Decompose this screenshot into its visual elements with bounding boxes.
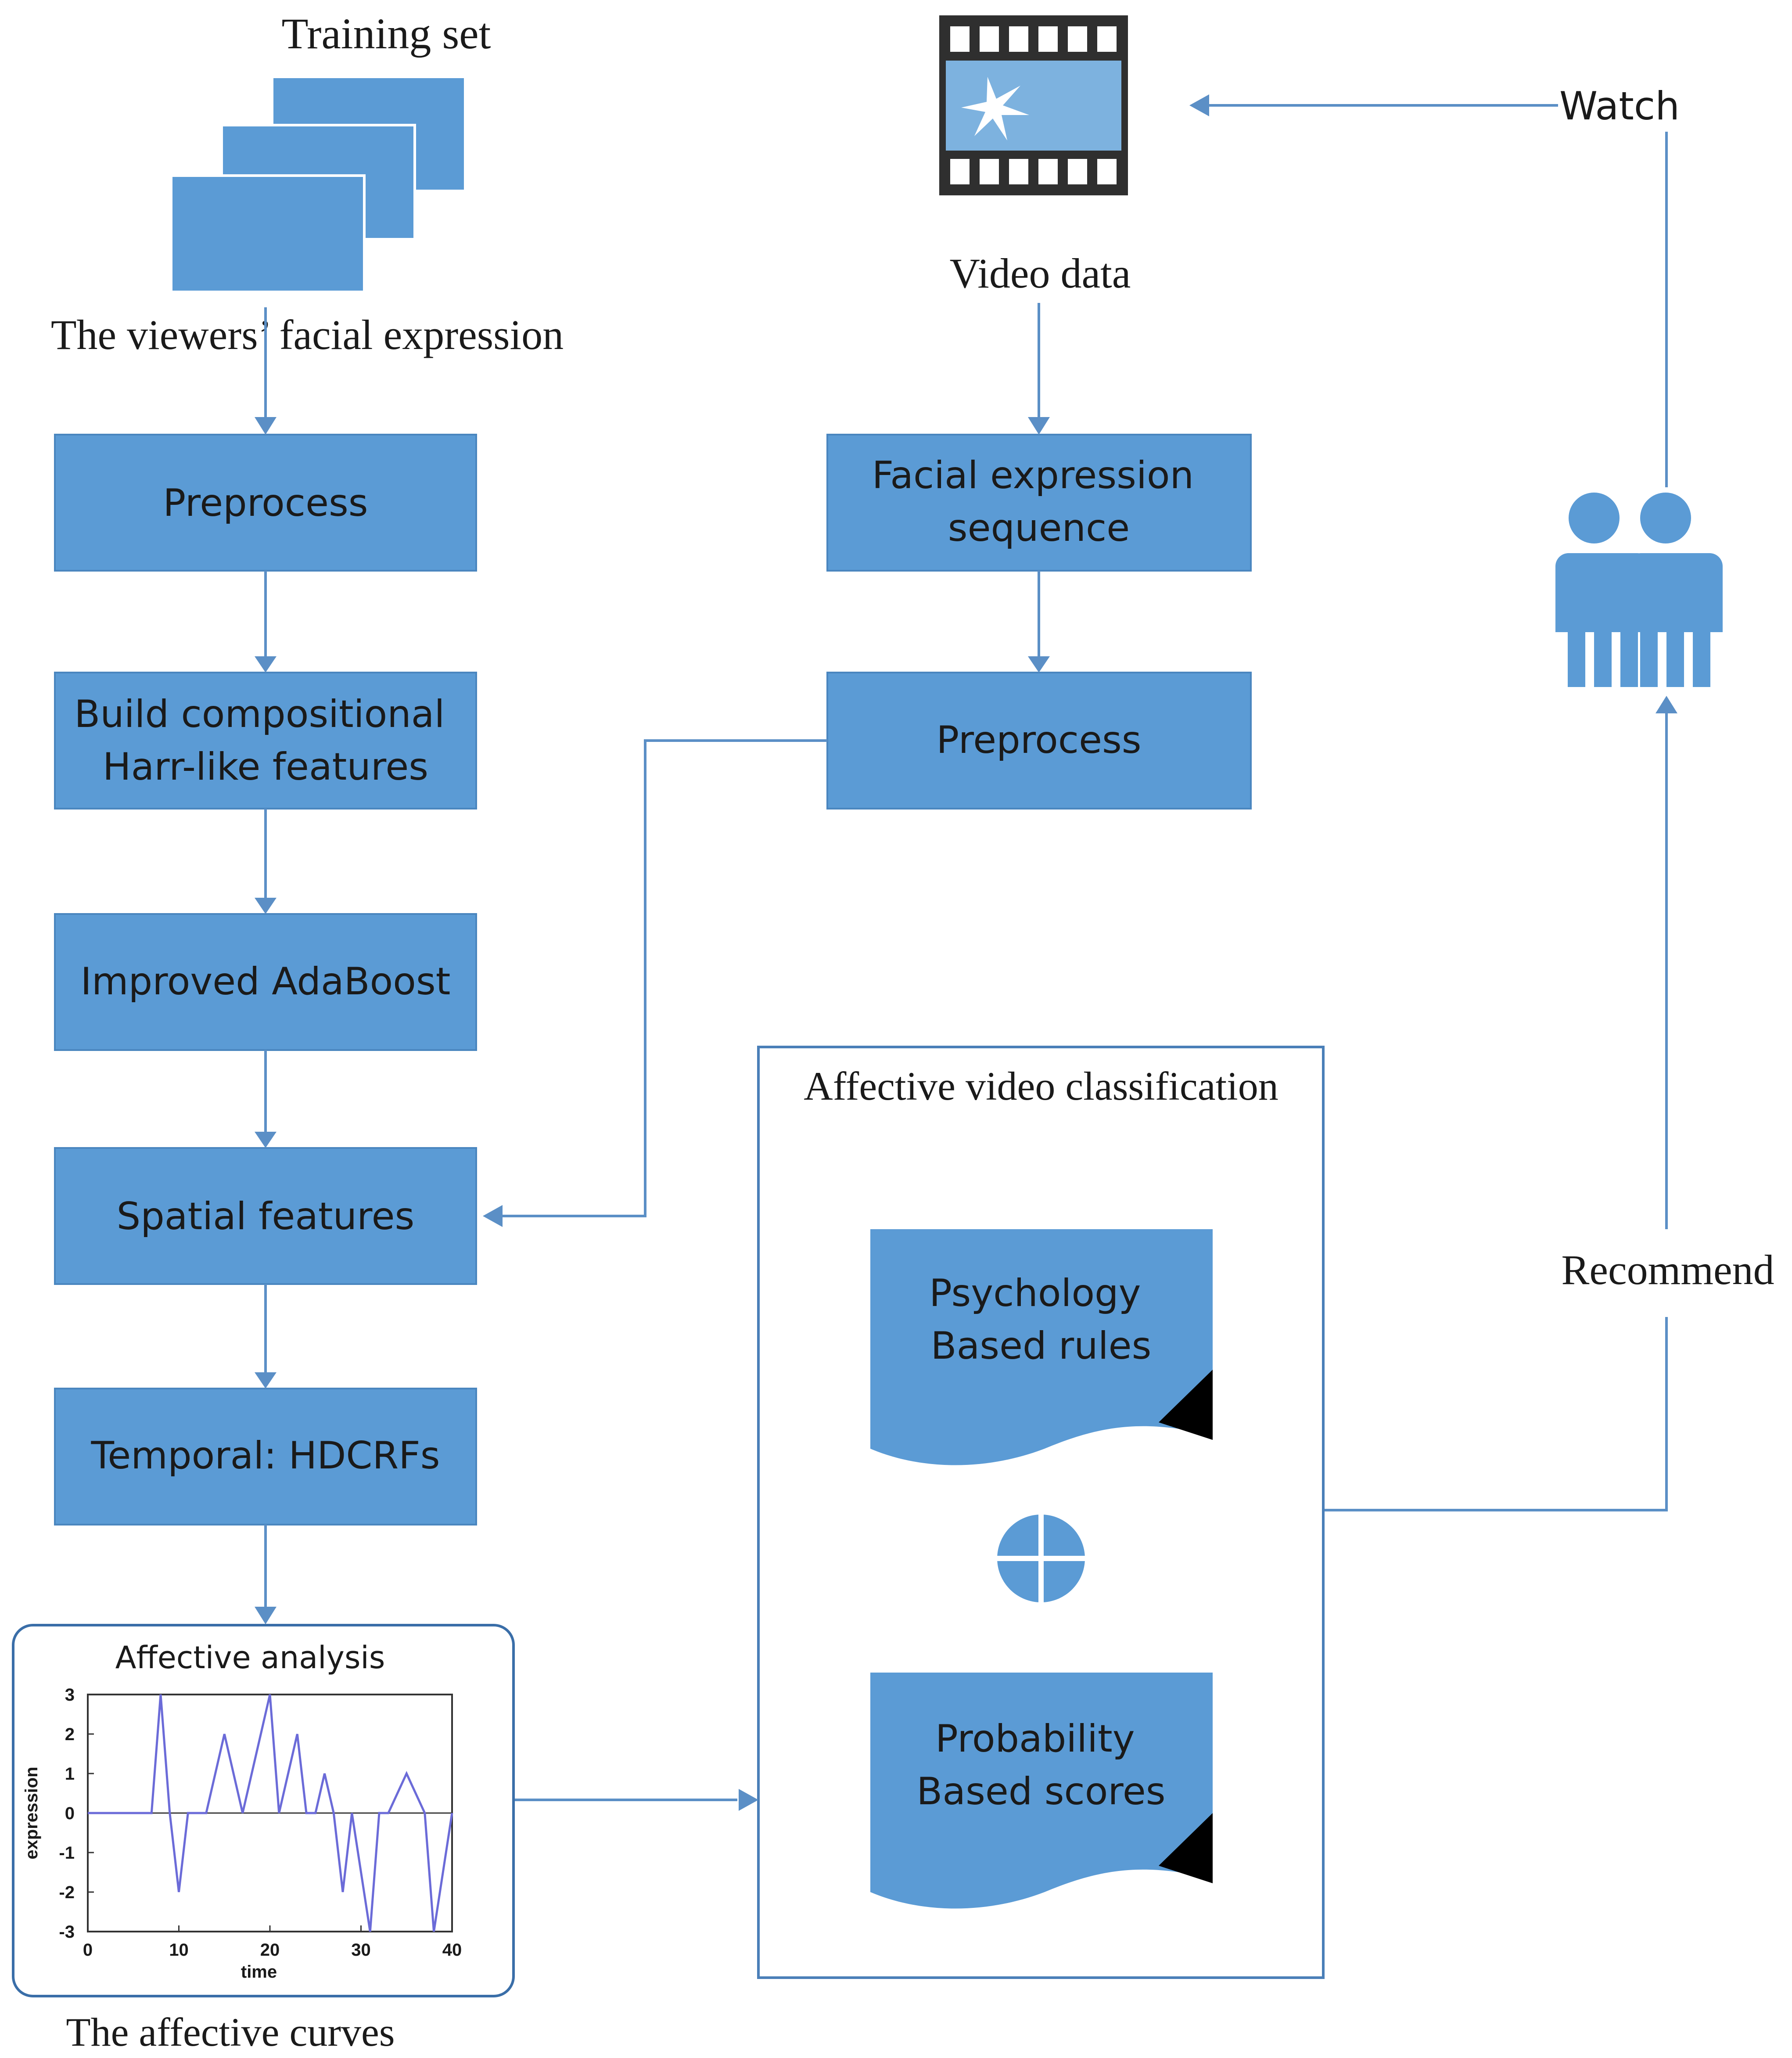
left-box-adaboost-text: Improved AdaBoost xyxy=(81,960,451,1004)
left-box-spatial-features: Spatial features xyxy=(54,1147,477,1285)
recommend-label: Recommend xyxy=(1561,1246,1774,1293)
left-box-preprocess: Preprocess xyxy=(54,434,477,572)
left-connectors xyxy=(255,307,277,1624)
chart-ylabel: expression xyxy=(22,1767,41,1859)
video-data-label: Video data xyxy=(950,250,1131,297)
middle-box-preprocess-text: Preprocess xyxy=(936,718,1141,762)
two-people-icon xyxy=(1551,493,1723,687)
doc-psychology-rules: Psychology Based rules xyxy=(870,1229,1213,1465)
affective-curve-series xyxy=(88,1694,453,1932)
left-box-temporal-hdcrfs: Temporal: HDCRFs xyxy=(54,1388,477,1526)
chart-to-classification-connector xyxy=(514,1789,758,1811)
y-tick-label: 2 xyxy=(65,1725,75,1744)
right-loop-connectors xyxy=(1189,94,1677,1511)
circle-plus-icon xyxy=(997,1515,1085,1602)
classification-panel: Affective video classification Psycholog… xyxy=(757,1046,1325,1979)
x-tick-label: 20 xyxy=(260,1940,280,1960)
doc-probability-scores: Probability Based scores xyxy=(870,1673,1213,1909)
training-set-stack-icon xyxy=(170,76,467,293)
film-strip-icon xyxy=(939,15,1128,195)
x-tick-label: 10 xyxy=(169,1940,189,1960)
training-set-label: Training set xyxy=(282,9,491,58)
x-tick-label: 0 xyxy=(83,1940,93,1960)
y-axis-ticks: 3 2 1 0 -1 -2 -3 xyxy=(59,1685,94,1942)
affective-curves-label: The affective curves xyxy=(66,2010,395,2054)
left-box-harr-features: Build compositional Harr-like features xyxy=(54,672,477,810)
doc-psychology-rules-text: Psychology Based rules xyxy=(929,1271,1153,1368)
viewers-facial-expression-label: The viewers’ facial expression xyxy=(51,311,564,358)
watch-label: Watch xyxy=(1559,83,1680,129)
left-box-spatial-features-text: Spatial features xyxy=(117,1195,415,1238)
left-box-temporal-hdcrfs-text: Temporal: HDCRFs xyxy=(90,1434,440,1478)
x-axis-ticks: 0 10 20 30 40 xyxy=(83,1925,462,1960)
x-tick-label: 30 xyxy=(351,1940,371,1960)
y-tick-label: -1 xyxy=(59,1843,75,1863)
y-tick-label: -2 xyxy=(59,1883,75,1902)
chart-xlabel: time xyxy=(241,1962,277,1982)
left-box-harr-features-text: Build compositional Harr-like features xyxy=(74,692,456,789)
middle-connectors xyxy=(483,303,1050,1227)
doc-probability-scores-text: Probability Based scores xyxy=(916,1717,1165,1813)
x-tick-label: 40 xyxy=(442,1940,462,1960)
y-tick-label: 1 xyxy=(65,1764,75,1784)
left-box-preprocess-text: Preprocess xyxy=(163,481,368,525)
middle-box-preprocess: Preprocess xyxy=(826,672,1252,810)
middle-column: Facial expression sequence Preprocess xyxy=(826,434,1252,810)
y-tick-label: 3 xyxy=(65,1685,75,1705)
left-box-adaboost: Improved AdaBoost xyxy=(54,913,477,1051)
y-tick-label: 0 xyxy=(65,1804,75,1823)
left-column: Preprocess Build compositional Harr-like… xyxy=(54,434,477,1526)
chart-title: Affective analysis xyxy=(115,1640,385,1676)
y-tick-label: -3 xyxy=(59,1922,75,1942)
middle-box-facial-expression-sequence: Facial expression sequence xyxy=(826,434,1252,572)
classification-title: Affective video classification xyxy=(804,1064,1278,1108)
middle-box-facial-expression-sequence-text: Facial expression sequence xyxy=(872,453,1206,550)
